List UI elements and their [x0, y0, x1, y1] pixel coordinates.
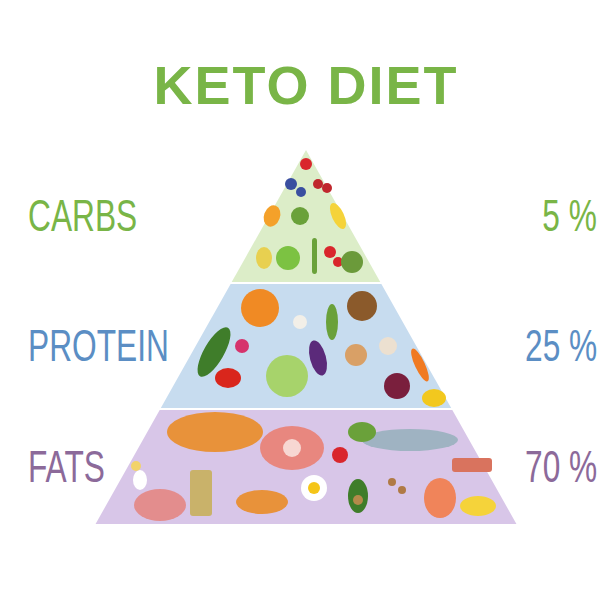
pyramid-band: PROTEIN 25 %	[0, 284, 612, 408]
macro-percent: 5 %	[542, 194, 597, 238]
pyramid-band: CARBS 5 %	[0, 150, 612, 282]
macro-name: CARBS	[28, 194, 137, 238]
macro-percent: 70 %	[525, 445, 597, 489]
macro-percent: 25 %	[525, 324, 597, 368]
diagram-title: KETO DIET	[0, 58, 612, 112]
macro-name: FATS	[28, 445, 105, 489]
macro-name: PROTEIN	[28, 324, 169, 368]
pyramid-band: FATS 70 %	[0, 410, 612, 524]
